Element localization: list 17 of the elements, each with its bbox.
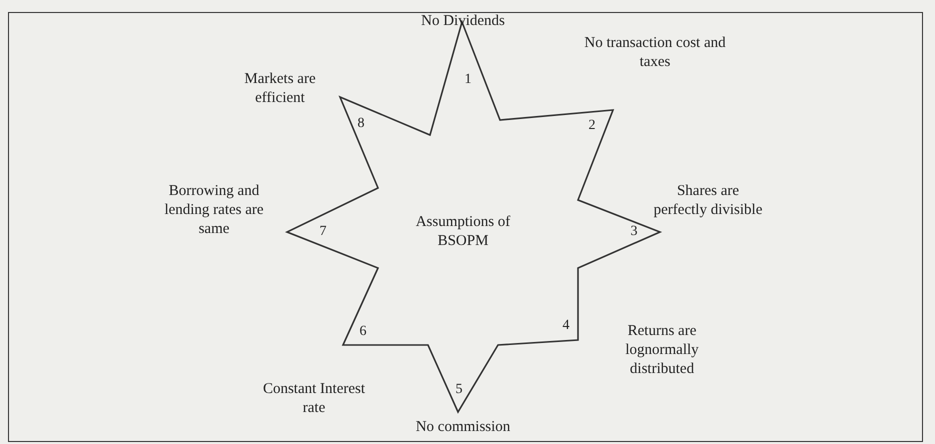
assumption-label: Shares are perfectly divisible <box>653 182 763 220</box>
assumption-label: No Dividends <box>420 12 506 31</box>
point-number: 4 <box>562 317 570 335</box>
point-number: 5 <box>454 381 464 399</box>
point-number: 2 <box>588 117 596 135</box>
point-number: 3 <box>630 223 638 241</box>
point-number: 1 <box>464 71 472 89</box>
center-label: Assumptions of BSOPM <box>414 213 512 251</box>
point-number: 8 <box>356 115 366 133</box>
assumption-label: No transaction cost and taxes <box>583 34 727 72</box>
assumption-label: Returns are lognormally distributed <box>624 322 700 379</box>
point-number: 7 <box>318 223 328 241</box>
assumption-label: Borrowing and lending rates are same <box>163 182 265 239</box>
assumption-label: Constant Interest rate <box>262 380 366 418</box>
assumption-label: No commission <box>414 418 512 437</box>
point-number: 6 <box>358 323 368 341</box>
assumption-label: Markets are efficient <box>243 70 317 108</box>
